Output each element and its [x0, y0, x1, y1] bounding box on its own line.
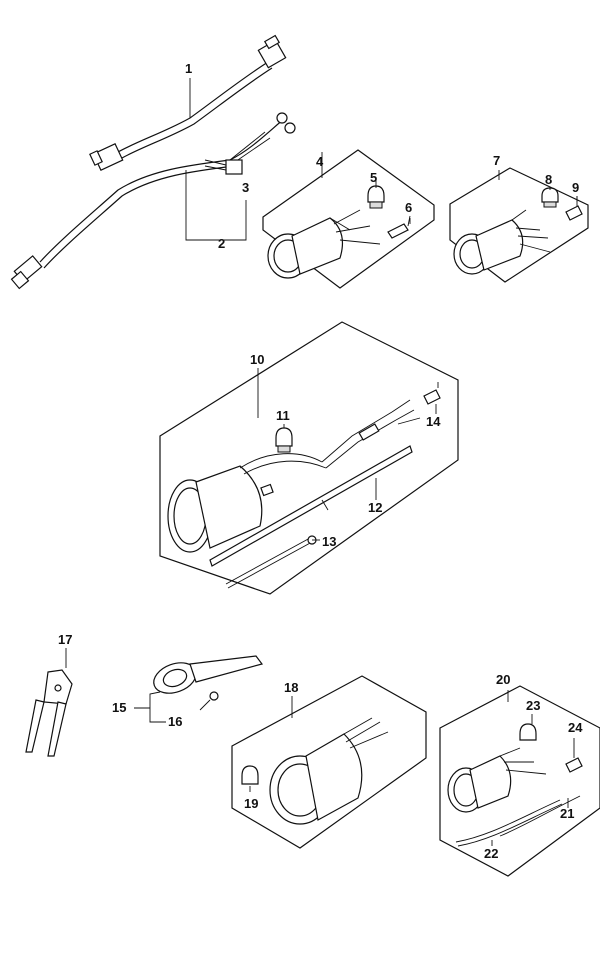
callout-9: 9: [572, 180, 579, 195]
callout-15: 15: [112, 700, 126, 715]
callout-10: 10: [250, 352, 264, 367]
callout-17: 17: [58, 632, 72, 647]
callout-7: 7: [493, 153, 500, 168]
gauge-kit-18: [231, 675, 427, 849]
callout-14: 14: [426, 414, 441, 429]
callout-18: 18: [284, 680, 298, 695]
callout-11: 11: [276, 408, 290, 423]
gauge-kit-4: [262, 149, 435, 289]
leader-lines: [249, 186, 578, 846]
callout-23: 23: [526, 698, 540, 713]
callout-6: 6: [405, 200, 412, 215]
callout-8: 8: [545, 172, 552, 187]
callout-21: 21: [560, 806, 574, 821]
callout-16: 16: [168, 714, 182, 729]
gauge-kit-10: [159, 321, 459, 595]
callout-24: 24: [568, 720, 583, 735]
gauge-kit-7: [449, 167, 589, 283]
bracket-group: [25, 648, 264, 757]
callout-22: 22: [484, 846, 498, 861]
callout-13: 13: [322, 534, 336, 549]
callout-1: 1: [185, 61, 192, 76]
callout-labels: 1 2 3 4 5 6 7 8 9 10 11 12 13 14 15 16 1…: [58, 61, 583, 861]
callout-20: 20: [496, 672, 510, 687]
callout-5: 5: [370, 170, 377, 185]
callout-12: 12: [368, 500, 382, 515]
wiring-harness-group: [10, 34, 296, 290]
callout-19: 19: [244, 796, 258, 811]
gauge-kit-20: [439, 685, 600, 877]
callout-2: 2: [218, 236, 225, 251]
callout-3: 3: [242, 180, 249, 195]
callout-4: 4: [316, 154, 324, 169]
